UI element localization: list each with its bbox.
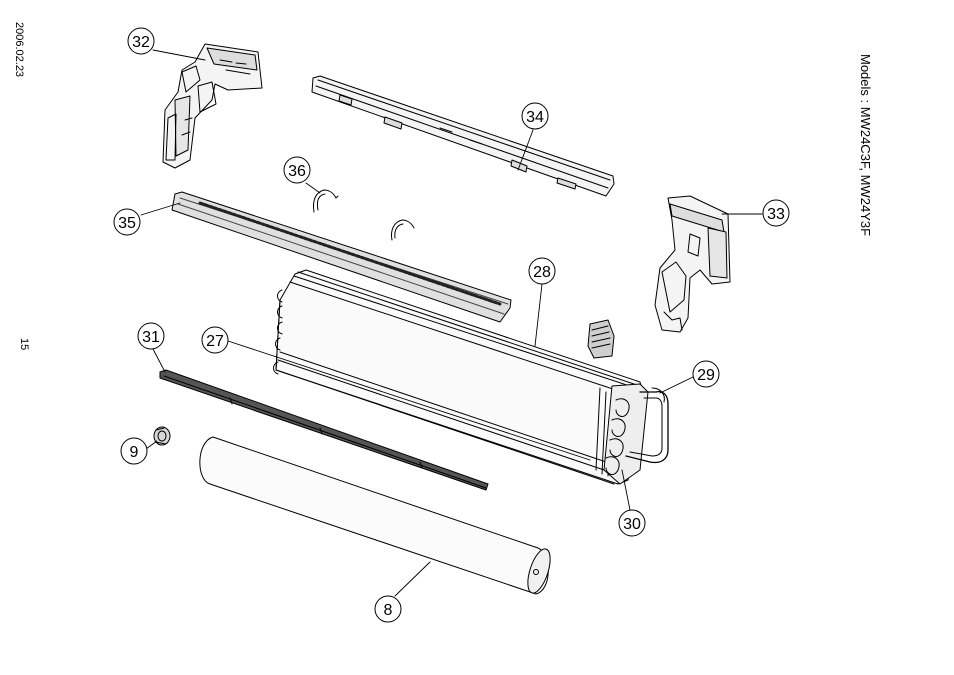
- callout-32: 32: [127, 27, 155, 55]
- part-9-bearing: [153, 426, 171, 446]
- callout-label-31: 31: [142, 329, 160, 346]
- callout-label-27: 27: [206, 333, 224, 350]
- part-8-fan: [199, 436, 551, 595]
- callout-34: 34: [521, 102, 549, 130]
- leader-lines: [140, 49, 763, 597]
- callout-label-35: 35: [118, 215, 136, 232]
- callout-30: 30: [618, 509, 646, 537]
- callout-label-34: 34: [526, 109, 544, 126]
- callout-29: 29: [692, 360, 720, 388]
- callout-label-8: 8: [384, 602, 393, 619]
- part-small-grille: [587, 319, 615, 359]
- callout-33: 33: [762, 199, 790, 227]
- part-31-strip: [159, 369, 489, 491]
- part-33-right-bracket: [654, 195, 731, 333]
- callout-31: 31: [137, 322, 165, 350]
- part-34-top-rail: [311, 75, 615, 197]
- part-28-evaporator: [273, 269, 643, 485]
- callout-label-29: 29: [697, 367, 715, 384]
- callout-label-30: 30: [623, 516, 641, 533]
- callout-27: 27: [201, 326, 229, 354]
- callout-label-33: 33: [767, 206, 785, 223]
- callout-28: 28: [528, 257, 556, 285]
- callout-36: 36: [283, 156, 311, 184]
- callout-label-32: 32: [132, 34, 150, 51]
- part-32-left-bracket: [162, 43, 263, 169]
- header-pipes: [603, 383, 669, 485]
- part-35-louver: [171, 191, 512, 323]
- callout-label-28: 28: [533, 264, 551, 281]
- callout-35: 35: [113, 208, 141, 236]
- part-36-clips: [313, 189, 415, 241]
- callout-label-9: 9: [130, 444, 139, 461]
- callout-8: 8: [374, 595, 402, 623]
- callout-label-36: 36: [288, 163, 306, 180]
- callouts: 32 34 36 33 35 28: [113, 27, 790, 623]
- callout-9: 9: [120, 437, 148, 465]
